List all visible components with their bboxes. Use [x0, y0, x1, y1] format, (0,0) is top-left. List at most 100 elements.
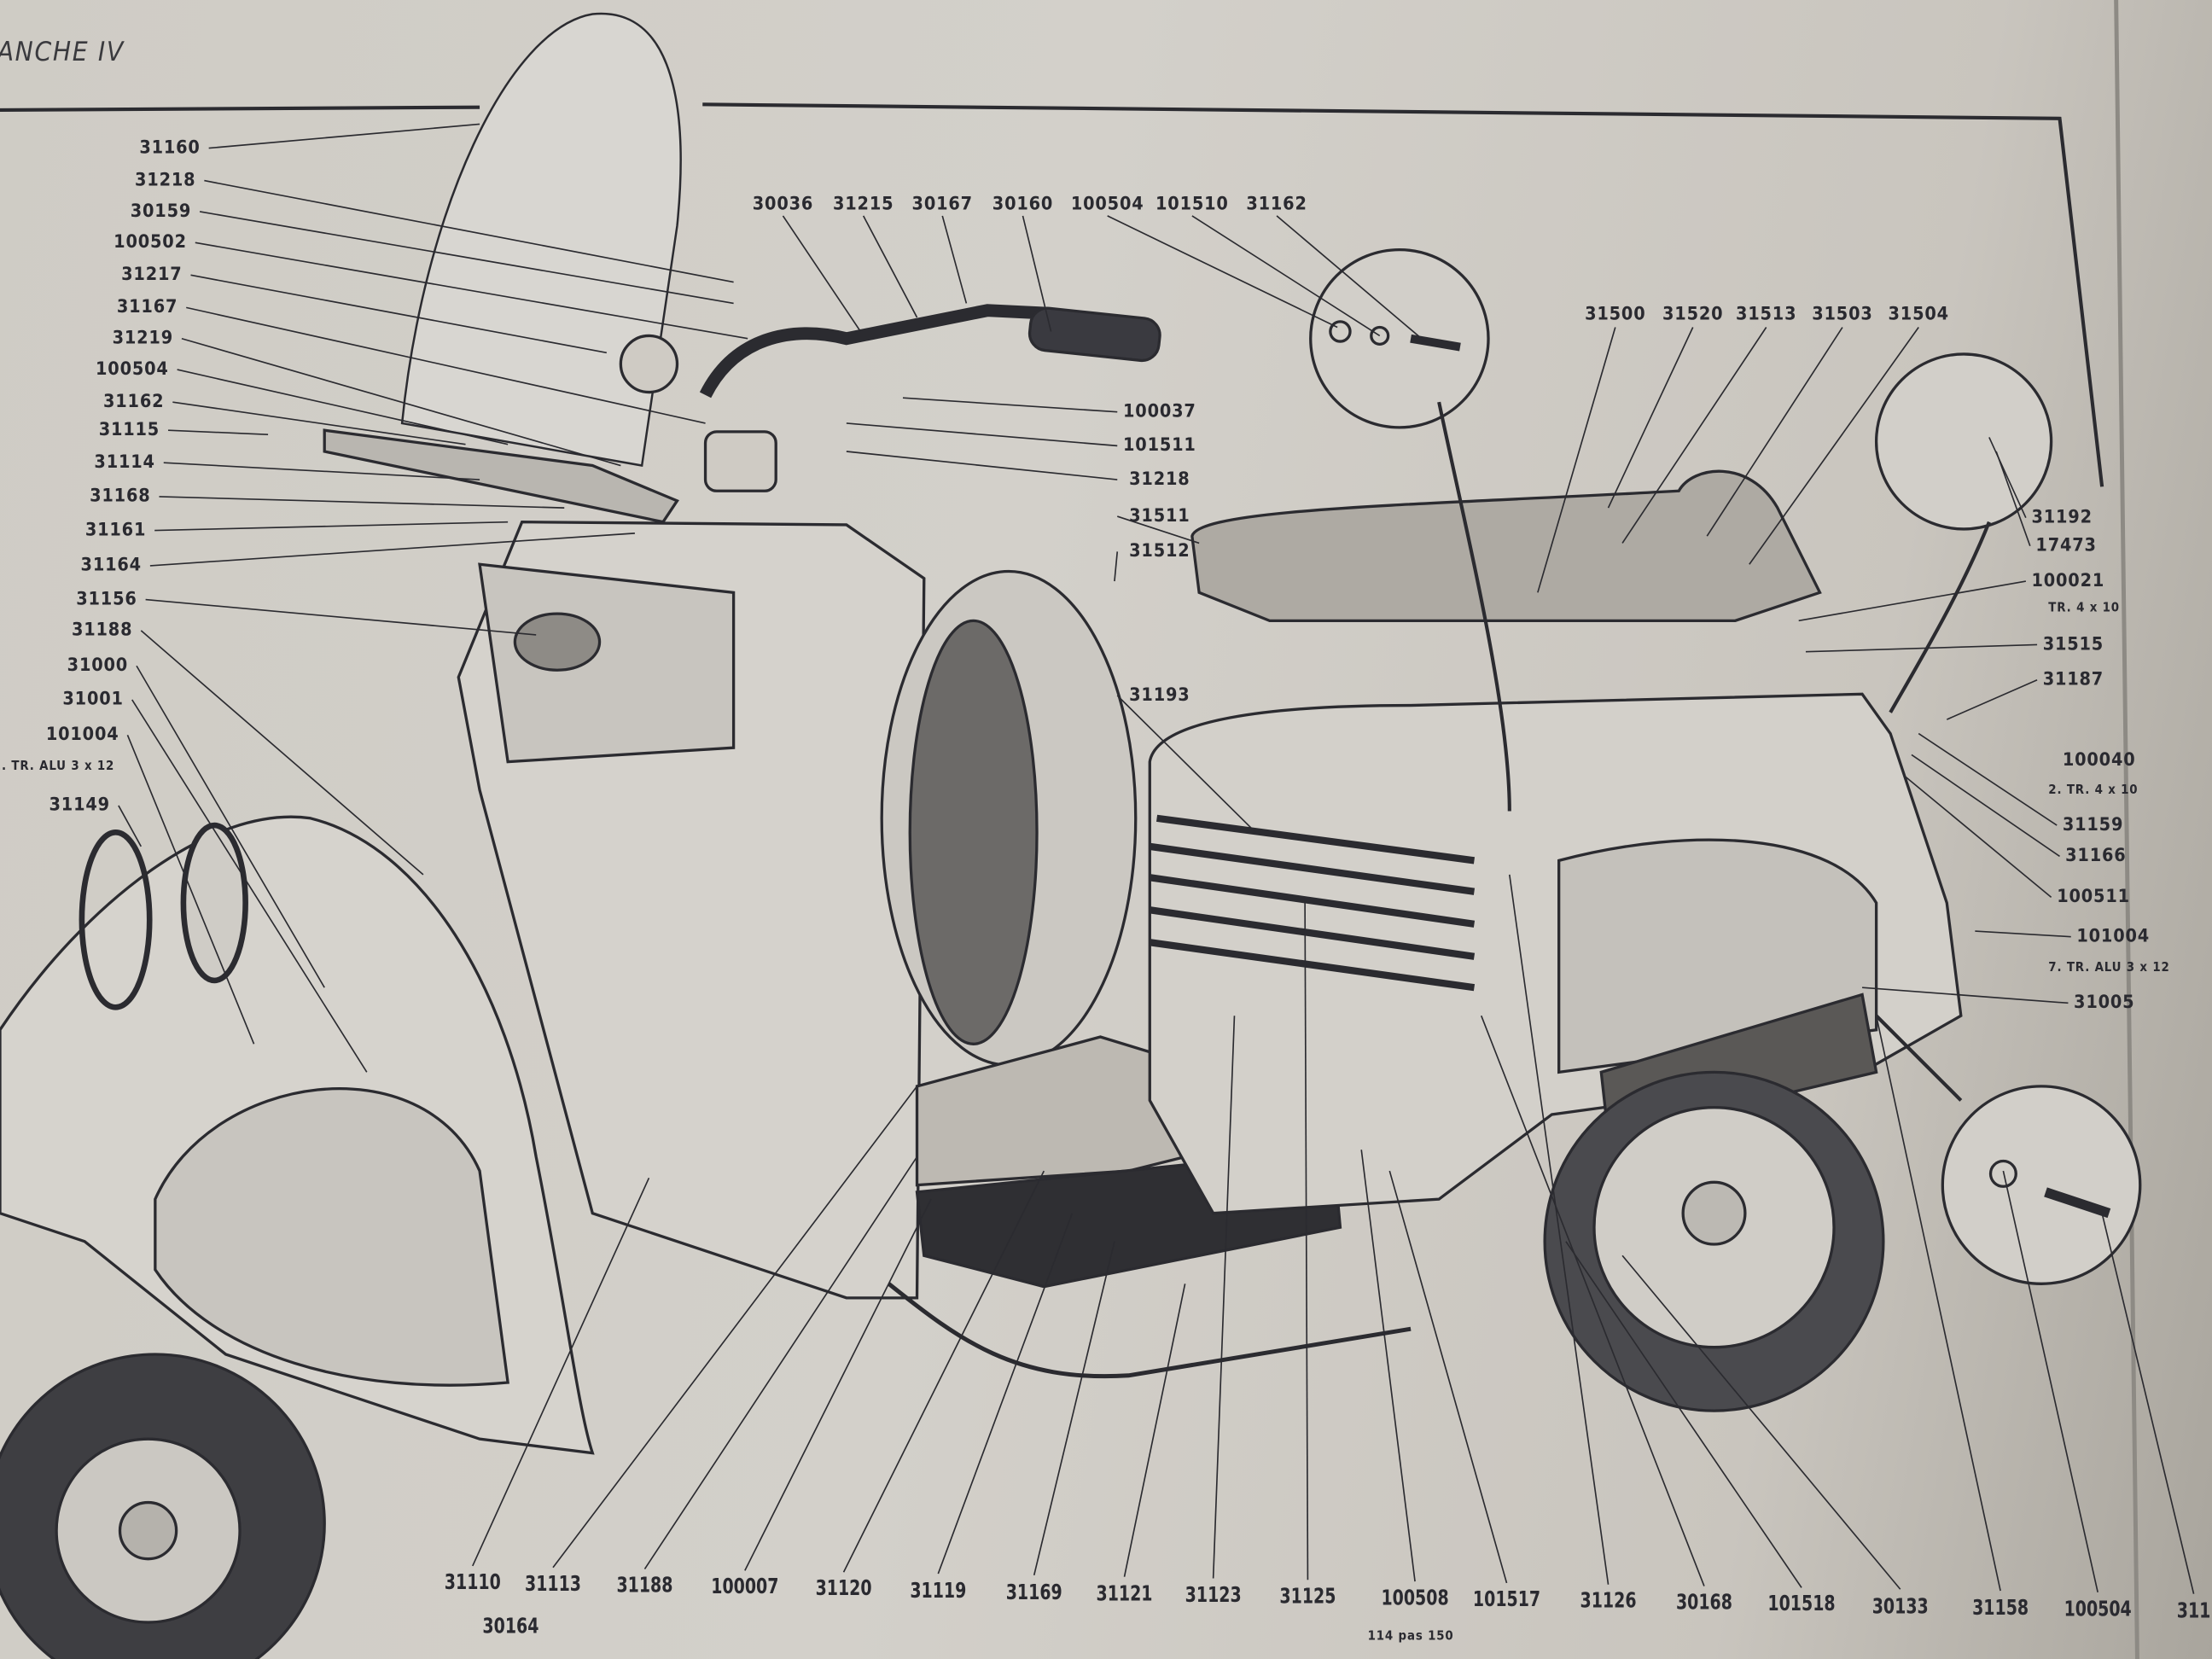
leader-line — [846, 451, 1118, 480]
part-number-label: 31159 — [2062, 814, 2124, 836]
part-number-label: 100007 — [711, 1574, 779, 1600]
leader-line — [1706, 327, 1843, 537]
leader-line — [199, 211, 734, 305]
leader-line — [204, 179, 734, 283]
leader-line — [163, 462, 480, 480]
part-number-label: 31001 — [62, 689, 124, 711]
leader-line — [1975, 930, 2071, 938]
part-number-label: 31162 — [1246, 194, 1307, 216]
part-note: 7. TR. ALU 3 x 12 — [2048, 961, 2170, 976]
part-number-label: 30133 — [1871, 1592, 1929, 1619]
leader-line — [181, 337, 621, 467]
plate-title: ANCHE IV — [0, 36, 125, 68]
part-number-label: 31158 — [1972, 1594, 2029, 1620]
leader-line — [190, 274, 607, 354]
part-note: TR. 4 x 10 — [2048, 602, 2120, 616]
part-number-label: 31126 — [1580, 1587, 1637, 1614]
leader-line — [1798, 580, 2026, 622]
part-number-label: 31110 — [444, 1569, 501, 1595]
leader-line — [1388, 1170, 1508, 1584]
part-number-label: 101510 — [1155, 194, 1229, 216]
leader-line — [1946, 679, 2038, 720]
part-number-label: 101004 — [45, 724, 119, 746]
part-number-label: 31000 — [67, 655, 129, 677]
leader-line — [1508, 874, 1610, 1585]
leader-line — [1033, 1241, 1115, 1576]
leader-line — [140, 630, 424, 876]
part-number-label: 31193 — [1129, 684, 1190, 707]
leader-line — [846, 422, 1118, 447]
leader-line — [1805, 643, 2038, 653]
part-number-label: 100021 — [2031, 570, 2105, 592]
leader-line — [1123, 1284, 1186, 1577]
part-number-label: 100504 — [2064, 1595, 2132, 1621]
leader-line — [1304, 902, 1309, 1580]
part-number-label: 31125 — [1279, 1583, 1336, 1610]
part-number-label: 100037 — [1123, 401, 1196, 423]
part-number-label: 31149 — [49, 795, 110, 817]
part-number-label: 31160 — [139, 137, 201, 159]
part-number-label: 31164 — [80, 555, 142, 577]
leader-line — [1607, 327, 1694, 509]
leader-line — [172, 401, 466, 445]
leader-line — [1480, 1015, 1705, 1586]
leader-line — [1537, 327, 1616, 593]
part-number-label: 31121 — [1096, 1580, 1153, 1606]
leader-line — [118, 805, 143, 847]
part-number-label: 100040 — [2062, 749, 2136, 771]
leader-line — [186, 306, 706, 424]
part-number-label: 31005 — [2074, 992, 2135, 1014]
part-number-label: 31218 — [1129, 469, 1190, 491]
part-number-label: 30160 — [992, 194, 1054, 216]
part-number-label: 30159 — [130, 201, 192, 223]
part-number-label: 101518 — [1767, 1591, 1836, 1617]
part-number-label: 17473 — [2035, 535, 2097, 557]
part-number-label: 30036 — [752, 194, 814, 216]
part-number-label: 31520 — [1662, 304, 1724, 326]
leader-line — [643, 1156, 918, 1570]
part-number-label: 101517 — [1472, 1586, 1541, 1612]
leader-line — [1988, 437, 2027, 519]
leader-line — [902, 397, 1118, 413]
leader-line — [168, 429, 269, 435]
part-number-label: 31504 — [1888, 304, 1949, 326]
leader-line — [1911, 754, 2060, 858]
part-number-label: 101511 — [1123, 434, 1196, 457]
leader-line — [131, 699, 368, 1073]
part-number-label: 100504 — [96, 358, 169, 381]
part-number-label: 31217 — [121, 264, 183, 286]
leader-line — [1875, 1016, 2001, 1592]
part-number-label: 31168 — [90, 486, 151, 508]
leader-line — [782, 215, 862, 332]
leader-line — [145, 598, 537, 636]
part-number-label: 101004 — [2076, 926, 2151, 948]
part-number-label: 31123 — [1185, 1581, 1242, 1608]
leader-line — [1918, 732, 2058, 826]
leader-line — [1862, 987, 2069, 1004]
leader-line — [136, 665, 325, 988]
leader-line — [941, 215, 968, 304]
leader-line — [195, 242, 748, 340]
part-number-label: 31113 — [525, 1570, 582, 1597]
leader-line — [1276, 215, 1426, 342]
leader-line — [1904, 775, 2052, 899]
part-note: 2. TR. ALU 3 x 12 — [0, 760, 115, 774]
part-number-label: 31188 — [616, 1572, 673, 1598]
leader-line — [177, 369, 509, 445]
leader-line — [1114, 551, 1119, 582]
leader-line — [1116, 515, 1200, 544]
part-number-label: 30167 — [911, 194, 973, 216]
part-number-label: 100502 — [114, 231, 187, 253]
part-number-label: 311 — [2176, 1597, 2211, 1623]
leader-line — [1749, 327, 1919, 565]
part-number-label: 31500 — [1585, 304, 1646, 326]
leader-line — [1565, 1241, 1802, 1588]
part-number-label: 31503 — [1812, 304, 1873, 326]
leader-line — [1107, 215, 1338, 329]
part-number-label: 31511 — [1129, 505, 1190, 527]
leader-line — [842, 1170, 1045, 1573]
part-number-label: 31167 — [116, 296, 178, 318]
leader-line — [1116, 695, 1256, 833]
